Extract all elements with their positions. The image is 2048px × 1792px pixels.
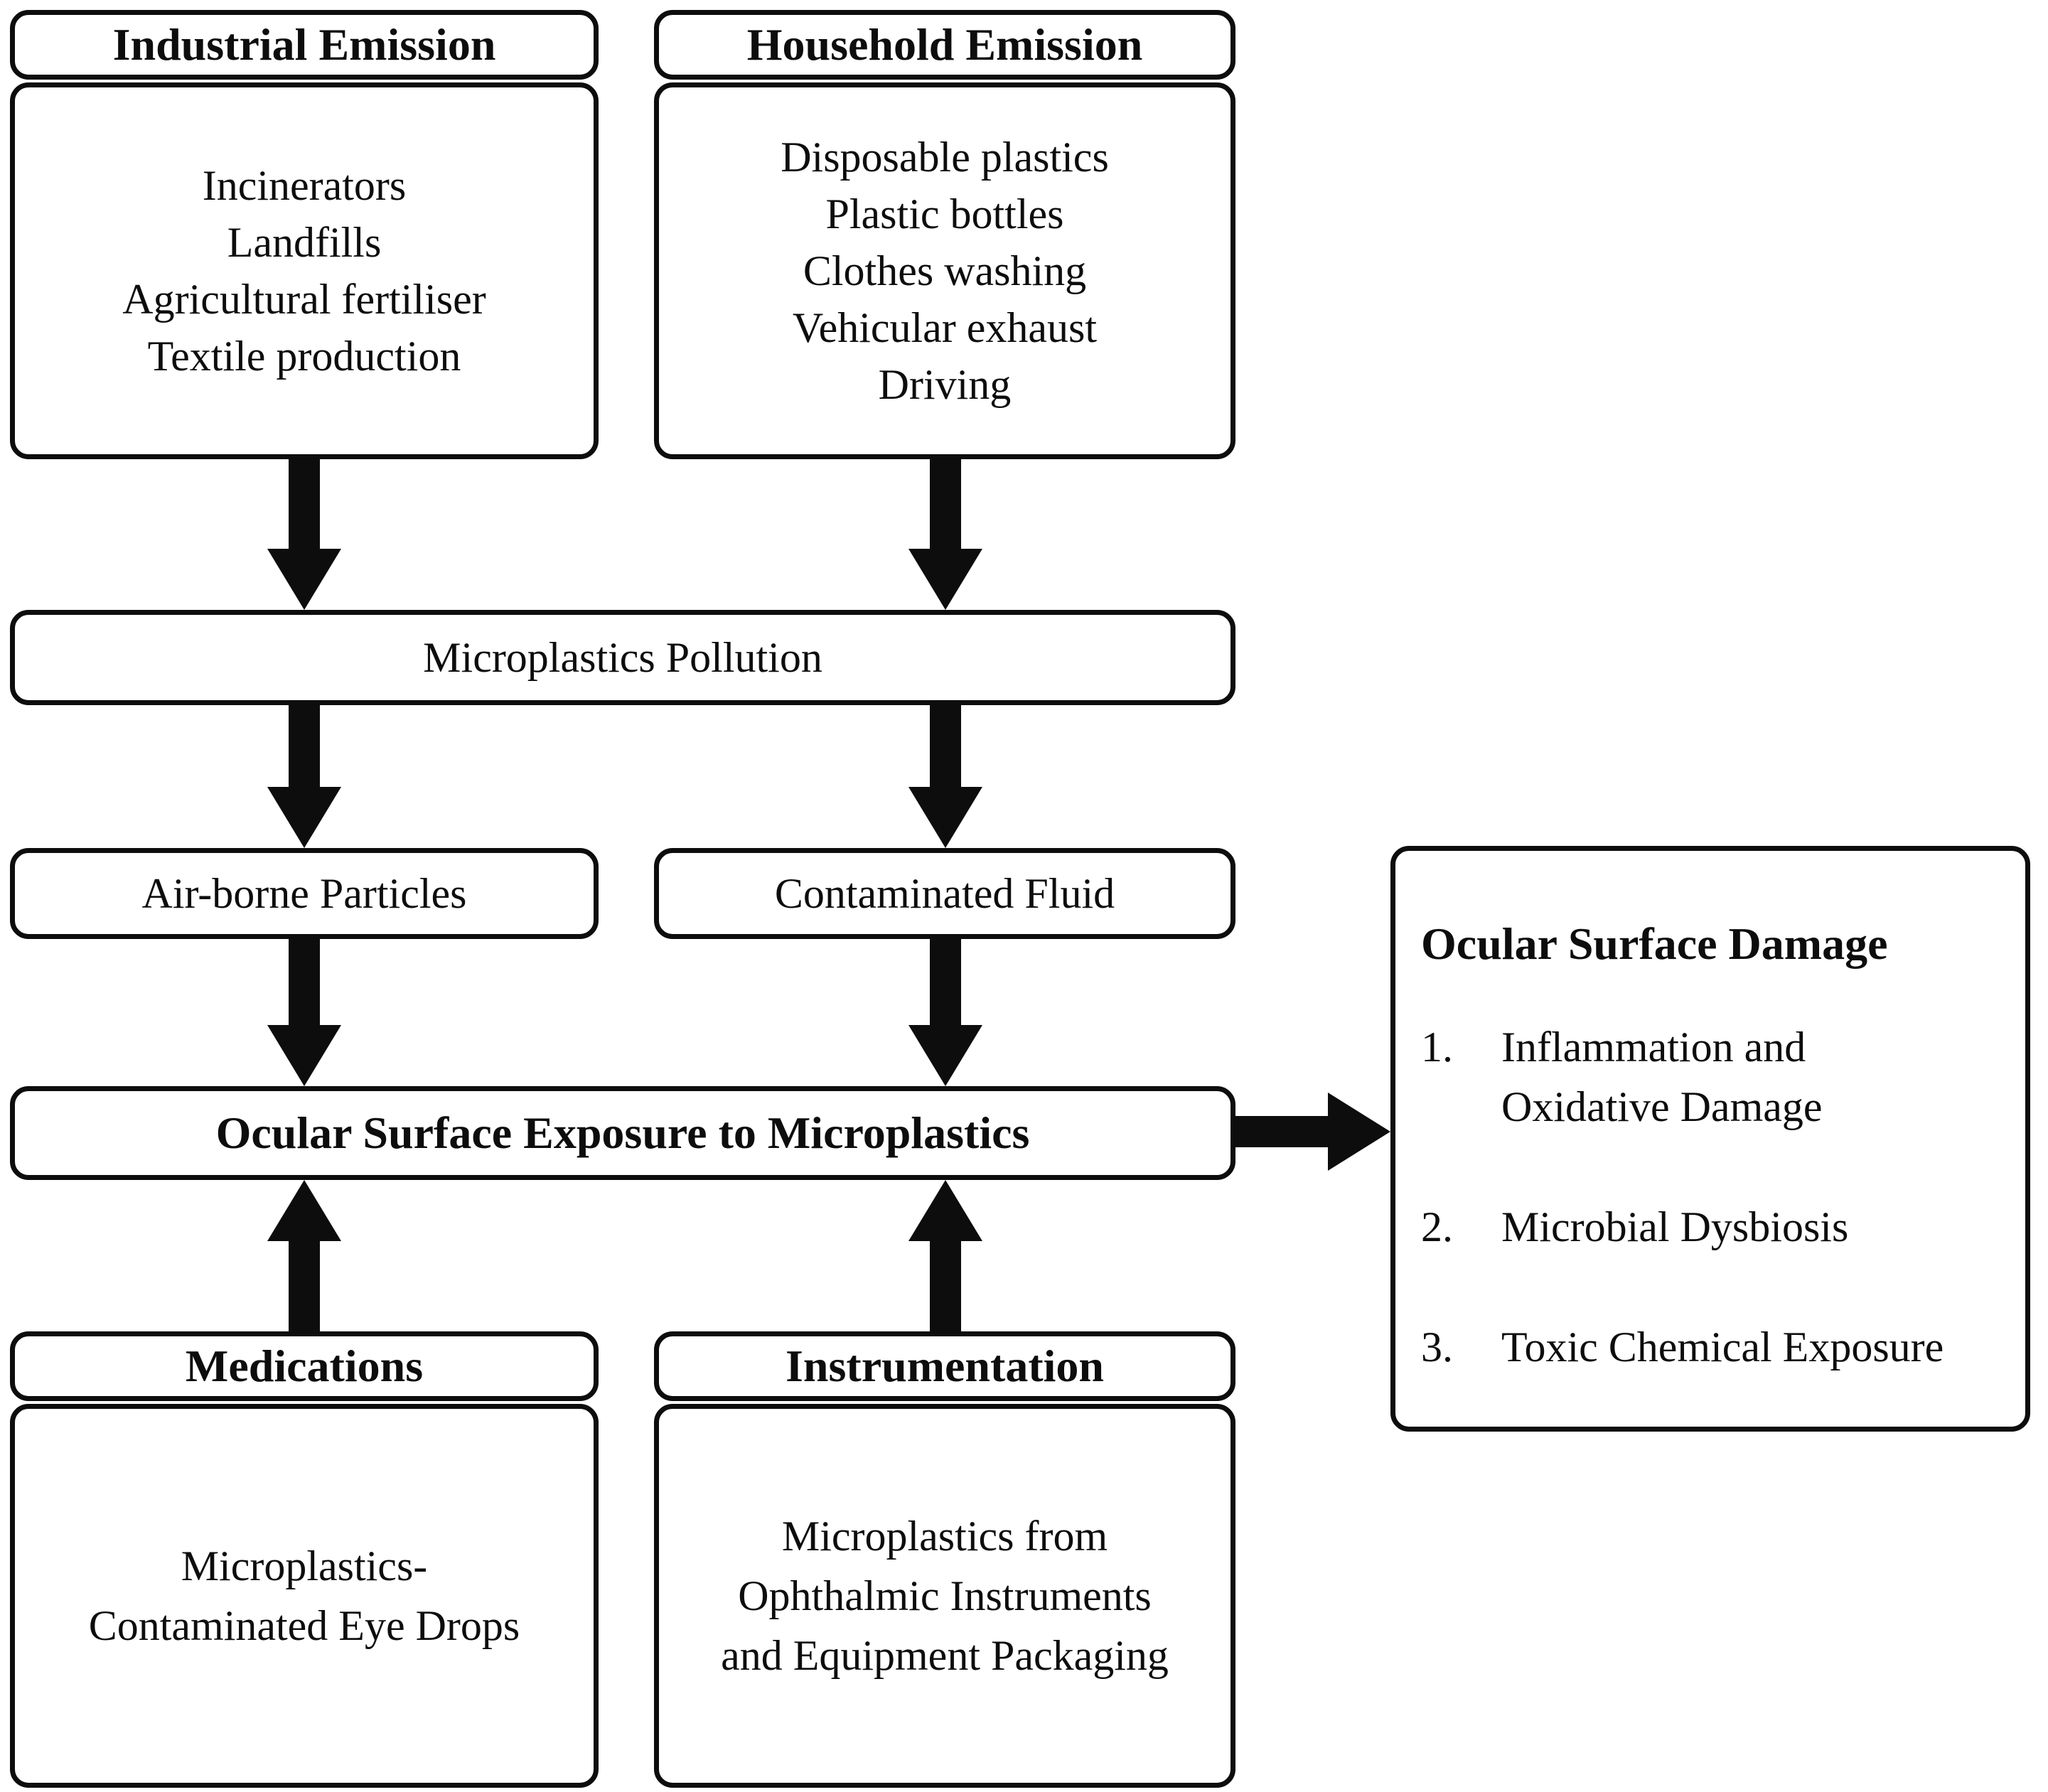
- damage-list-item: 3. Toxic Chemical Exposure: [1421, 1317, 1944, 1377]
- arrow-pollution-to-fluid: [908, 705, 982, 848]
- household-emission-header-box: Household Emission: [654, 10, 1235, 80]
- damage-list-item: 1. Inflammation and Oxidative Damage: [1421, 1017, 1823, 1137]
- industrial-emission-title: Industrial Emission: [112, 18, 496, 70]
- microplastics-pollution-label: Microplastics Pollution: [423, 633, 822, 681]
- household-emission-items: Disposable plastics Plastic bottles Clot…: [781, 134, 1109, 408]
- arrow-head-down-icon: [908, 549, 982, 610]
- arrow-industrial-to-pollution: [267, 459, 341, 610]
- medications-title: Medications: [185, 1340, 424, 1391]
- instrumentation-header-box: Instrumentation: [654, 1331, 1235, 1401]
- damage-item-text: Microbial Dysbiosis: [1501, 1203, 1849, 1250]
- arrow-head-down-icon: [267, 787, 341, 848]
- household-emission-title: Household Emission: [746, 18, 1143, 70]
- arrow-head-right-icon: [1328, 1093, 1390, 1171]
- arrow-head-up-icon: [267, 1180, 341, 1241]
- arrow-medications-to-exposure: [267, 1180, 341, 1331]
- medications-content-box: Microplastics- Contaminated Eye Drops: [10, 1404, 599, 1788]
- arrow-shaft: [289, 705, 320, 788]
- contaminated-fluid-box: Contaminated Fluid: [654, 848, 1235, 939]
- arrow-head-down-icon: [908, 1025, 982, 1086]
- household-emission-content-box: Disposable plastics Plastic bottles Clot…: [654, 82, 1235, 459]
- arrow-instrumentation-to-exposure: [908, 1180, 982, 1331]
- ocular-surface-damage-box: Ocular Surface Damage 1. Inflammation an…: [1390, 846, 2030, 1432]
- arrow-household-to-pollution: [908, 459, 982, 610]
- industrial-emission-items: Incinerators Landfills Agricultural fert…: [122, 162, 486, 380]
- arrow-shaft: [930, 459, 961, 550]
- microplastics-pollution-box: Microplastics Pollution: [10, 610, 1235, 705]
- arrow-head-down-icon: [267, 549, 341, 610]
- damage-item-text: Inflammation and Oxidative Damage: [1501, 1024, 1823, 1130]
- medications-items: Microplastics- Contaminated Eye Drops: [88, 1542, 520, 1649]
- arrow-head-down-icon: [908, 787, 982, 848]
- arrow-head-down-icon: [267, 1025, 341, 1086]
- arrow-shaft: [1235, 1116, 1329, 1147]
- damage-item-number: 2.: [1421, 1203, 1453, 1250]
- industrial-emission-content-box: Incinerators Landfills Agricultural fert…: [10, 82, 599, 459]
- ocular-exposure-box: Ocular Surface Exposure to Microplastics: [10, 1086, 1235, 1180]
- instrumentation-title: Instrumentation: [785, 1340, 1105, 1391]
- damage-item-number: 3.: [1421, 1324, 1453, 1370]
- industrial-emission-header-box: Industrial Emission: [10, 10, 599, 80]
- arrow-shaft: [289, 939, 320, 1026]
- arrow-shaft: [930, 705, 961, 788]
- medications-header-box: Medications: [10, 1331, 599, 1401]
- arrow-fluid-to-exposure: [908, 939, 982, 1086]
- instrumentation-items: Microplastics from Ophthalmic Instrument…: [721, 1513, 1169, 1679]
- arrow-airborne-to-exposure: [267, 939, 341, 1086]
- damage-item-text: Toxic Chemical Exposure: [1501, 1324, 1944, 1370]
- airborne-particles-label: Air-borne Particles: [141, 869, 467, 917]
- instrumentation-content-box: Microplastics from Ophthalmic Instrument…: [654, 1404, 1235, 1788]
- contaminated-fluid-label: Contaminated Fluid: [774, 869, 1115, 917]
- arrow-head-up-icon: [908, 1180, 982, 1241]
- airborne-particles-box: Air-borne Particles: [10, 848, 599, 939]
- arrow-shaft: [930, 939, 961, 1026]
- arrow-exposure-to-damage: [1235, 1093, 1390, 1171]
- damage-list-item: 2. Microbial Dysbiosis: [1421, 1197, 1848, 1257]
- arrow-shaft: [289, 1240, 320, 1331]
- damage-item-number: 1.: [1421, 1024, 1453, 1071]
- arrow-pollution-to-airborne: [267, 705, 341, 848]
- ocular-surface-damage-title: Ocular Surface Damage: [1421, 918, 1888, 969]
- arrow-shaft: [930, 1240, 961, 1331]
- arrow-shaft: [289, 459, 320, 550]
- ocular-exposure-label: Ocular Surface Exposure to Microplastics: [215, 1107, 1030, 1158]
